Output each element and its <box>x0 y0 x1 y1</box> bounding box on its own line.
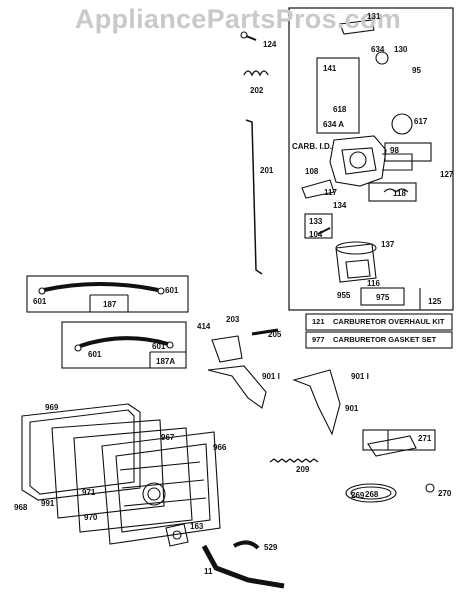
box-118 <box>368 182 417 202</box>
link-201 <box>245 119 263 275</box>
part-label: 11 <box>204 567 213 576</box>
part-label: 901 I <box>351 372 369 381</box>
screw-124 <box>240 31 257 41</box>
kit-box-121 <box>305 313 453 331</box>
part-label: 205 <box>268 330 282 339</box>
kit-number: 121 <box>312 317 325 326</box>
spring-209 <box>269 458 319 463</box>
part-label: 617 <box>414 117 428 126</box>
box-141 <box>316 57 360 134</box>
part-label: 966 <box>213 443 227 452</box>
part-label: 141 <box>323 64 337 73</box>
washer-130 <box>375 51 389 65</box>
part-label: 601 <box>88 350 102 359</box>
carb-id-label: CARB. I.D. <box>292 142 332 151</box>
elbow-529 <box>233 540 260 550</box>
handle-left <box>207 365 267 409</box>
part-label: 991 <box>41 499 55 508</box>
part-label: 202 <box>250 86 264 95</box>
kit-box-977 <box>305 331 453 349</box>
bolt-205 <box>251 328 279 336</box>
fuel-line-187 <box>43 282 159 292</box>
part-label: 901 <box>345 404 359 413</box>
part-label: 134 <box>333 201 347 210</box>
part-label: 125 <box>428 297 442 306</box>
kit-description: CARBURETOR OVERHAUL KIT <box>333 317 445 326</box>
part-label: 414 <box>197 322 211 331</box>
part-label: 969 <box>45 403 59 412</box>
air-cleaner-assembly <box>21 403 221 545</box>
part-label: 95 <box>412 66 421 75</box>
part-label: 137 <box>381 240 395 249</box>
part-label: 117 <box>324 188 337 197</box>
part-label: 130 <box>394 45 408 54</box>
part-label: 133 <box>309 217 323 226</box>
part-label: 601 <box>152 342 166 351</box>
part-label: 901 I <box>262 372 280 381</box>
part-label: 270 <box>438 489 452 498</box>
part-label: 271 <box>418 434 432 443</box>
part-label: 116 <box>367 279 380 288</box>
part-label: 104 <box>309 230 323 239</box>
part-label: 124 <box>263 40 277 49</box>
box-133 <box>304 213 333 239</box>
gasket-163 <box>165 523 189 547</box>
breather-tube-11 <box>201 544 285 589</box>
float-bowl-137 <box>335 243 377 283</box>
part-label: 201 <box>260 166 274 175</box>
screw-270 <box>425 483 435 493</box>
part-label: 127 <box>440 170 454 179</box>
part-label: 108 <box>305 167 319 176</box>
part-label: 634 <box>371 45 385 54</box>
lever-131 <box>339 19 375 35</box>
box-187 <box>26 275 189 313</box>
box-975 <box>360 287 405 306</box>
box-98 <box>384 142 432 162</box>
part-label: 634 A <box>323 120 345 129</box>
box-271 <box>362 429 436 451</box>
spring-202 <box>243 70 269 77</box>
part-label: 209 <box>296 465 310 474</box>
kit-number: 977 <box>312 335 325 344</box>
part-label: 187 <box>103 300 117 309</box>
fuel-line-187a <box>79 336 169 348</box>
part-label: 268 <box>365 490 379 499</box>
bracket-203 <box>211 335 243 363</box>
kit-description: CARBURETOR GASKET SET <box>333 335 437 344</box>
part-label: 529 <box>264 543 278 552</box>
part-label: 98 <box>390 146 399 155</box>
box-187a <box>61 321 187 369</box>
watermark: AppliancePartsPros.com <box>74 4 402 34</box>
part-label: 967 <box>161 433 175 442</box>
handle-right <box>292 369 341 436</box>
part-label: 131 <box>367 12 381 21</box>
float-needle-104 <box>317 227 331 235</box>
part-label: 975 <box>376 293 390 302</box>
part-label: 601 <box>33 297 47 306</box>
part-label: 955 <box>337 291 351 300</box>
part-label: 968 <box>14 503 28 512</box>
part-label: 601 <box>165 286 179 295</box>
part-label: 269 <box>351 491 365 500</box>
clip-271 <box>367 435 417 457</box>
carburetor-group-frame <box>288 7 454 311</box>
part-label: 970 <box>84 513 98 522</box>
part-label: 118 <box>393 189 406 198</box>
part-label: 163 <box>190 522 204 531</box>
part-label: 618 <box>333 105 347 114</box>
part-label: 187A <box>156 357 176 366</box>
ring-268 <box>345 483 397 503</box>
oring-617 <box>391 113 413 135</box>
part-label: 971 <box>82 488 96 497</box>
carburetor-body <box>301 135 413 199</box>
part-label: 203 <box>226 315 240 324</box>
